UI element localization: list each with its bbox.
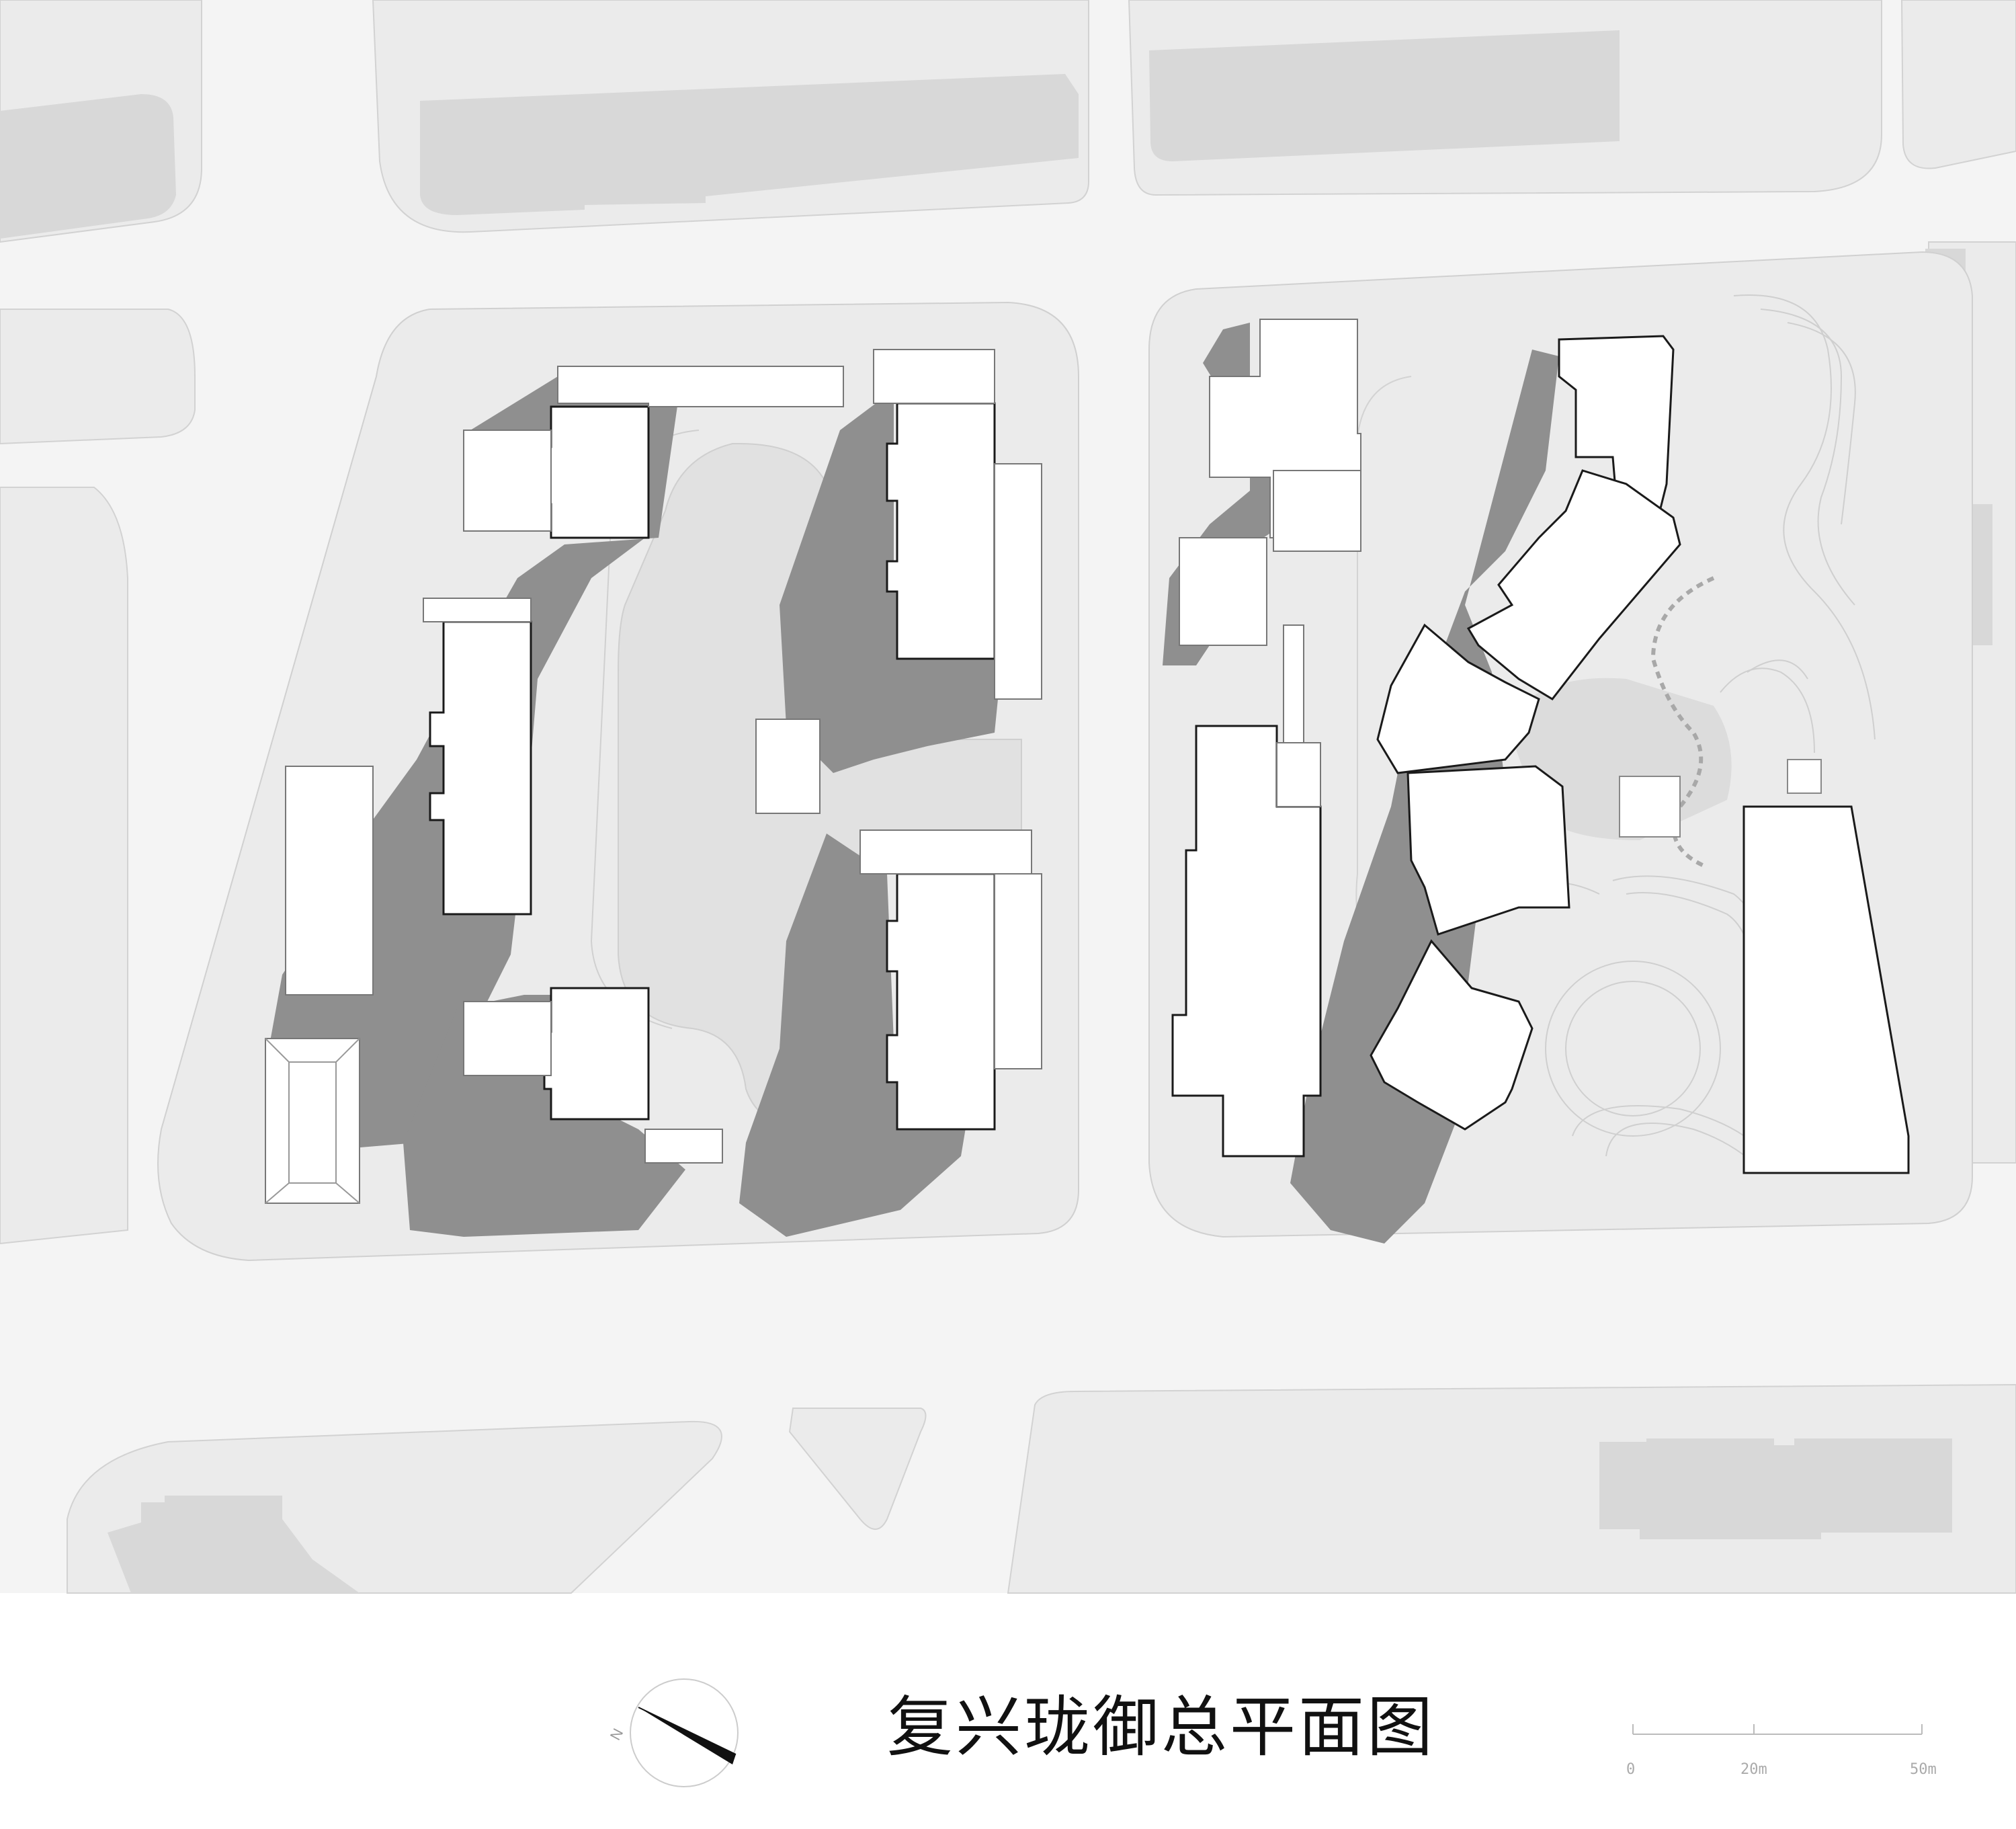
building-curved-tower-3 [1376,623,1540,774]
building-center-1-side [994,463,1042,700]
building-shadow [739,834,974,1237]
building-sw-pavilion [265,1038,360,1204]
building-west-slab [285,766,374,995]
building-curved-tower-2 [1466,469,1681,700]
context-building [1599,1438,1952,1539]
building-sw-pavilion-roof [265,1038,360,1204]
building-west-2-annex [423,598,532,622]
context-block-far-ne [1900,0,2016,169]
building-west-3-annex [463,1001,552,1076]
building-east-link [1283,624,1304,743]
context-buildings [0,30,1992,1593]
building-west-1-annex [463,430,552,532]
context-block-w-lower [0,487,128,1245]
context-block-w-upper [0,309,196,445]
building-east-cluster-2 [1179,537,1267,646]
building-center-2-annex [859,829,1032,875]
garden-pavilion-2 [1787,759,1822,794]
buildings [265,319,1910,1204]
building-east-cluster-3 [1273,470,1361,552]
building-center-2-side [994,873,1042,1069]
building-curved-tower-5 [1370,939,1534,1131]
building-west-strip [557,366,844,407]
building-center-2 [886,872,996,1131]
north-arrow-icon [630,1678,739,1787]
scale-tick-label: 20m [1740,1761,1767,1778]
building-west-3 [543,987,650,1121]
building-east-slab [1742,805,1910,1174]
building-curved-tower-4 [1406,765,1570,936]
building-center-1-annex [873,349,995,404]
context-block-se [1007,1383,2016,1594]
scale-bar [1632,1724,1923,1735]
building-center-1 [886,402,996,660]
context-building [108,1496,360,1593]
context-building [1149,30,1620,161]
building-west-2 [429,620,532,916]
context-building [420,74,1079,215]
building-center-pavilion [755,719,821,814]
scale-tick-label: 50m [1910,1761,1937,1778]
building-west-1 [543,405,650,539]
drawing-title: 复兴珑御总平面图 [887,1689,1436,1766]
scale-tick-label: 0 [1626,1761,1636,1778]
garden-pavilion [1619,776,1681,838]
building-east-long-link [1276,742,1321,807]
context-building [0,94,176,239]
context-block-s-triangle [788,1408,927,1530]
building-west-3-wing [644,1129,723,1164]
